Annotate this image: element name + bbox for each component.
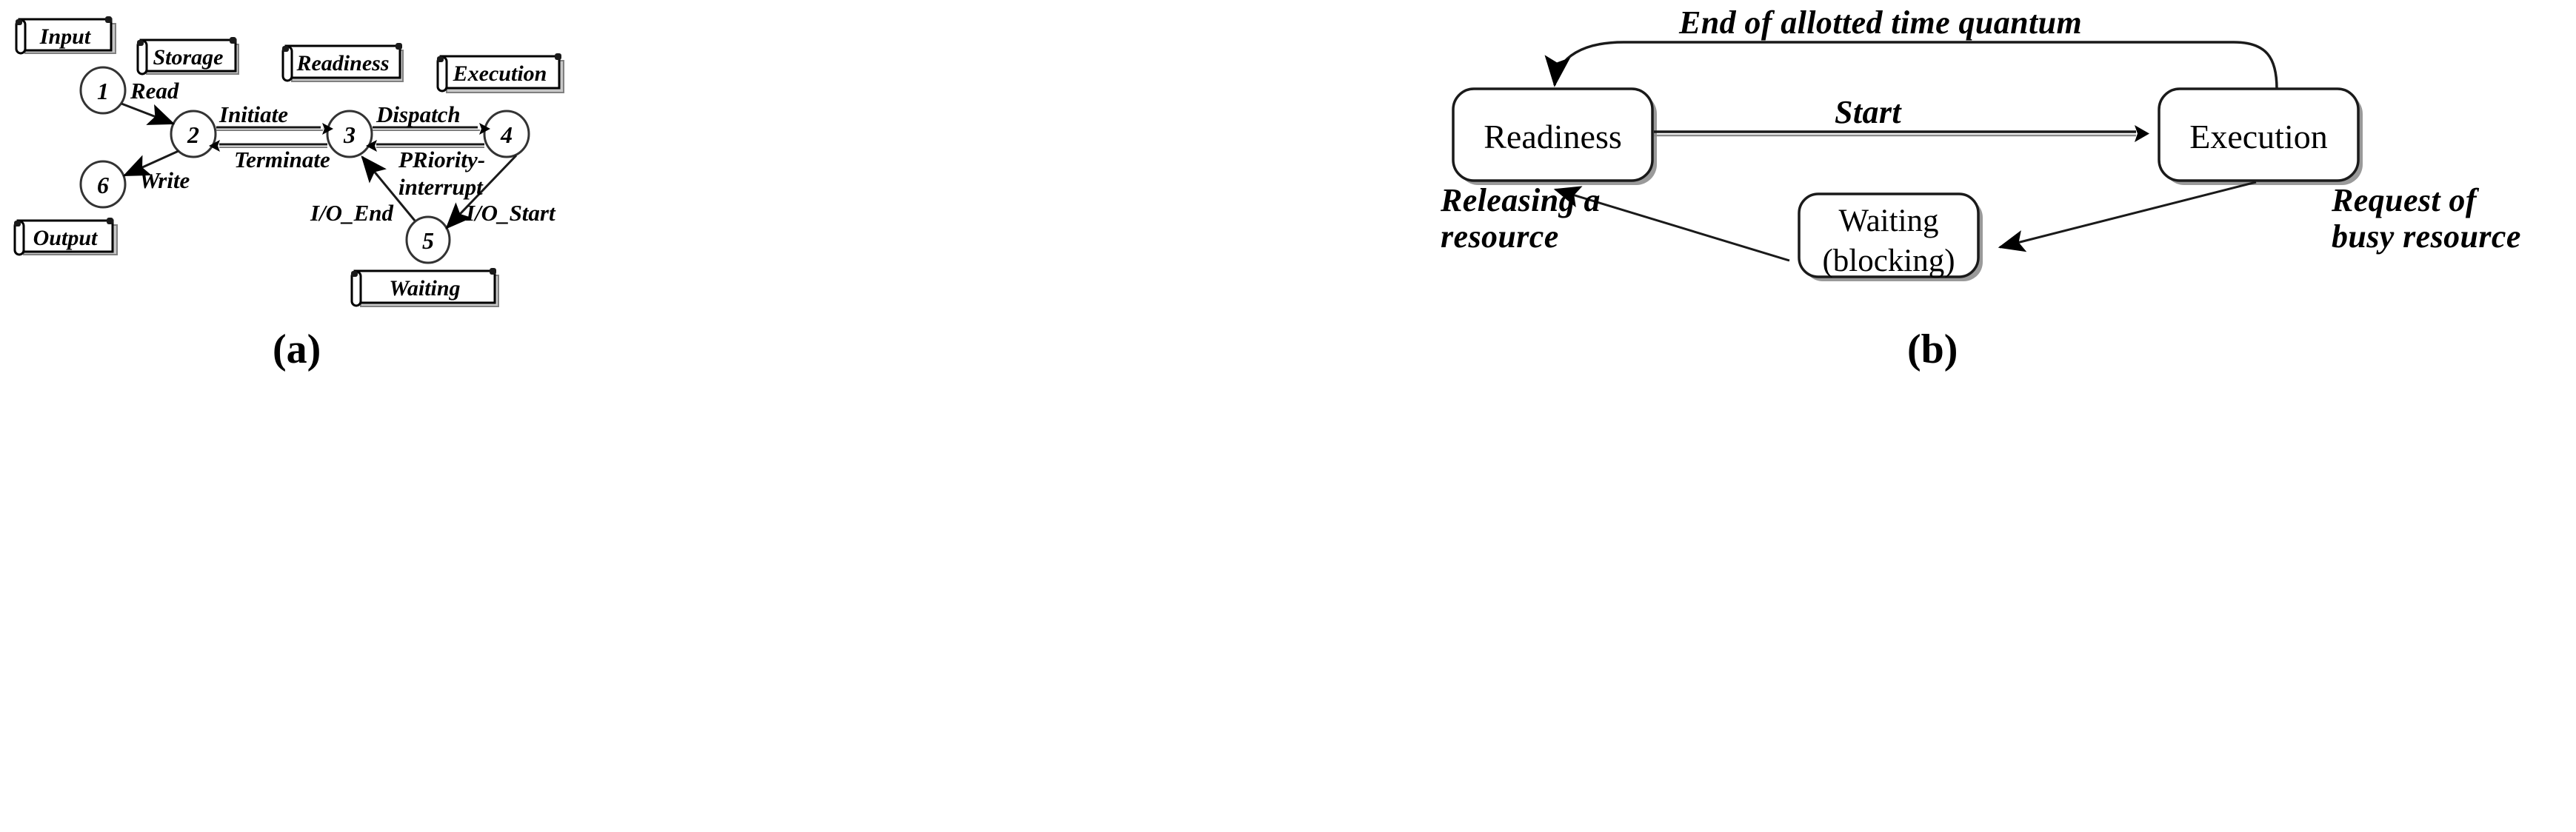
edge-label-write: Write [139,167,190,193]
transition-readiness-execution [1654,125,2149,142]
node-label-3: 3 [344,121,356,148]
node-circles [79,66,530,264]
node-circle-3 [326,110,373,158]
edge-5-3 [361,155,416,221]
state-box-execution [2158,87,2363,185]
scroll-label-storage: Storage [153,45,224,70]
edge-label-io-end: I/O_End [310,200,393,226]
edge-4-3 [366,140,484,152]
edge-paths [121,102,518,229]
scroll-label-input: Input [39,24,91,49]
scroll-label-execution: Execution [453,61,547,86]
edge-label-terminate: Terminate [234,147,330,172]
state-label-readiness: Readiness [1484,118,1622,155]
scroll-label-output: Output [33,226,98,250]
edge-1-2 [121,102,176,125]
edge-3-2 [209,140,327,152]
scroll-shape-execution [436,53,564,93]
node-circle-1 [79,66,127,115]
scroll-shape-storage [136,37,239,76]
transition-execution-waiting [1998,181,2257,252]
node-label-5: 5 [422,227,434,254]
edge-2-6 [122,150,179,177]
scroll-label-readiness: Readiness [296,51,390,76]
state-box-waiting [1798,192,1983,281]
edge-label-dispatch: Dispatch [376,101,461,127]
transition-label-start: Start [1835,94,1902,130]
transition-label-request-busy-resource: Request of busy resource [2332,182,2521,255]
edge-label-priority-interrupt: PRiority- interrupt [398,147,486,201]
edge-3-4 [373,123,490,135]
scroll-shape-input [15,16,116,55]
node-label-4: 4 [501,121,513,148]
panel-caption-a: (a) [273,326,321,372]
edge-label-initiate: Initiate [219,101,289,127]
node-label-2: 2 [187,121,199,148]
edge-label-read: Read [130,78,179,104]
edge-4-5 [445,154,518,229]
node-circle-6 [79,160,127,209]
transition-waiting-readiness [1553,186,1790,262]
scroll-shape-readiness [281,43,404,82]
node-circle-5 [405,215,451,264]
state-label-execution: Execution [2189,118,2328,155]
node-label-1: 1 [97,78,109,104]
node-circle-4 [483,110,530,158]
transition-label-releasing-resource: Releasing a resource [1441,182,1601,255]
transition-paths [1544,41,2278,262]
transition-execution-readiness [1544,41,2278,90]
node-circle-2 [170,110,217,158]
state-box-readiness [1452,87,1657,185]
scroll-shape-output [13,218,118,256]
edge-label-io-start: I/O_Start [466,200,555,226]
scroll-shape-waiting [350,268,499,307]
scroll-label-waiting: Waiting [389,276,461,301]
state-label-waiting: Waiting (blocking) [1822,204,1955,278]
node-label-6: 6 [97,172,109,198]
edge-2-3 [216,123,333,135]
transition-label-time-quantum: End of allotted time quantum [1679,4,2083,41]
panel-caption-b: (b) [1907,326,1958,372]
